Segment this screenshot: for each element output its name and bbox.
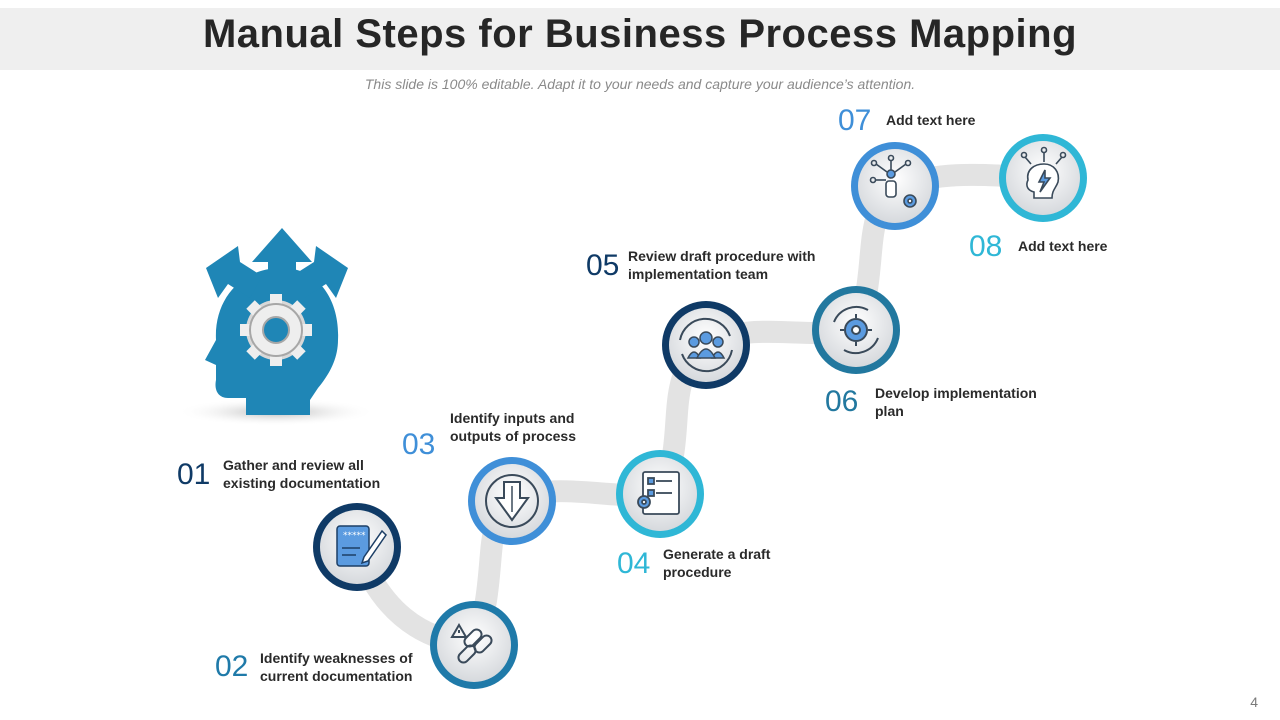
- step-03-circle: [468, 457, 556, 545]
- step-06-number: 06: [825, 387, 858, 417]
- flowchart-gear-icon: [638, 472, 679, 514]
- step-04-circle: [616, 450, 704, 538]
- step-01-number: 01: [177, 460, 210, 490]
- step-05-label-line1: Review draft procedure with: [628, 247, 815, 265]
- step-02-number: 02: [215, 652, 248, 682]
- step-05-circle: [662, 301, 750, 389]
- step-04-label-line1: Generate a draft: [663, 545, 770, 563]
- head-gear-arrows-icon: [176, 228, 376, 426]
- step-03-label: Identify inputs and outputs of process: [450, 409, 576, 445]
- step-02-label-line2: current documentation: [260, 667, 413, 685]
- step-05-label-line2: implementation team: [628, 265, 815, 283]
- step-02-label-line1: Identify weaknesses of: [260, 649, 413, 667]
- step-05-number: 05: [586, 251, 619, 281]
- step-01-circle: *****: [313, 503, 401, 591]
- step-05-label: Review draft procedure with implementati…: [628, 247, 815, 283]
- step-03-label-line2: outputs of process: [450, 427, 576, 445]
- step-04-number: 04: [617, 549, 650, 579]
- step-06-circle: [812, 286, 900, 374]
- step-03-label-line1: Identify inputs and: [450, 409, 576, 427]
- step-04-label: Generate a draft procedure: [663, 545, 770, 581]
- step-03-number: 03: [402, 430, 435, 460]
- step-07-circle: [851, 142, 939, 230]
- step-01-label-line2: existing documentation: [223, 474, 380, 492]
- step-08-circle: [999, 134, 1087, 222]
- step-02-circle: [430, 601, 518, 689]
- step-07-number: 07: [838, 106, 871, 136]
- step-06-label-line1: Develop implementation: [875, 384, 1037, 402]
- step-01-label: Gather and review all existing documenta…: [223, 456, 380, 492]
- page-number: 4: [1250, 694, 1258, 710]
- svg-text:*****: *****: [343, 531, 366, 541]
- step-02-label: Identify weaknesses of current documenta…: [260, 649, 413, 685]
- step-08-label: Add text here: [1018, 237, 1107, 255]
- step-01-label-line1: Gather and review all: [223, 456, 380, 474]
- step-06-label-line2: plan: [875, 402, 1037, 420]
- step-04-label-line2: procedure: [663, 563, 770, 581]
- step-08-number: 08: [969, 232, 1002, 262]
- step-07-label: Add text here: [886, 111, 975, 129]
- step-06-label: Develop implementation plan: [875, 384, 1037, 420]
